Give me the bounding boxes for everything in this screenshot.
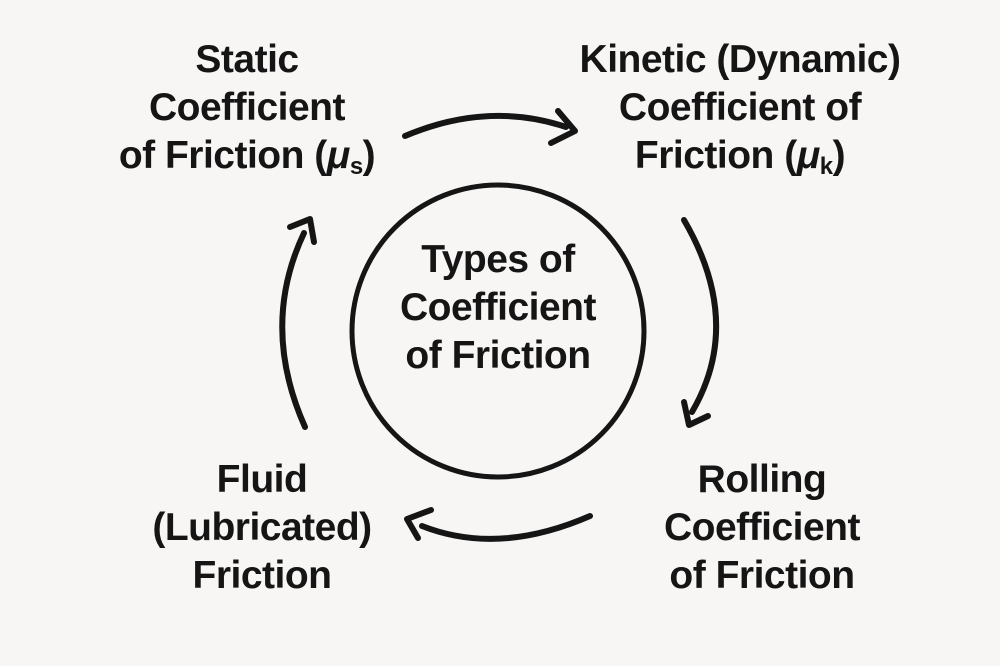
arrow-kinetic-to-rolling (681, 217, 720, 428)
arrow-fluid-to-static-shaft (279, 230, 308, 430)
arrow-rolling-to-fluid (404, 507, 593, 542)
arrow-rolling-to-fluid-shaft (419, 513, 593, 542)
mu-symbol: μ (796, 134, 821, 177)
node-rolling-line-2: Coefficient (663, 506, 861, 549)
arrow-static-to-kinetic-head (548, 108, 578, 146)
node-static-line-3: of Friction (μs) (67, 132, 427, 180)
arrow-kinetic-to-rolling-head (681, 399, 711, 428)
node-kinetic-line-3: Friction (μk) (560, 132, 920, 180)
node-static-line-2: Coefficient (148, 86, 346, 129)
arrow-fluid-to-static (279, 216, 317, 430)
node-fluid-friction: Fluid (Lubricated) Friction (82, 456, 442, 600)
center-circle (349, 182, 647, 480)
center-label-line-1: Types of (421, 238, 575, 281)
arrow-static-to-kinetic (402, 108, 578, 146)
node-kinetic-line-1: Kinetic (Dynamic) (579, 38, 901, 81)
node-static-line-3-close: ) (362, 134, 376, 177)
center-circle-label: Types of Coefficient of Friction (318, 236, 678, 380)
mu-subscript-k: k (819, 153, 833, 180)
node-rolling-line-3: of Friction (669, 554, 855, 597)
node-kinetic-line-2: Coefficient of (618, 86, 862, 129)
node-rolling-coefficient: Rolling Coefficient of Friction (582, 456, 942, 600)
mu-symbol: μ (326, 134, 351, 177)
node-rolling-line-1: Rolling (697, 458, 827, 501)
node-fluid-line-2: (Lubricated) (152, 506, 372, 549)
node-static-line-3-text: of Friction ( (118, 134, 327, 177)
node-kinetic-line-3-text: Friction ( (634, 134, 797, 177)
mu-subscript-s: s (349, 153, 363, 180)
arrow-rolling-to-fluid-head (404, 507, 434, 541)
node-fluid-line-1: Fluid (216, 458, 308, 501)
arrow-static-to-kinetic-shaft (402, 112, 569, 139)
arrow-kinetic-to-rolling-shaft (681, 217, 720, 415)
center-label-line-2: Coefficient (399, 286, 597, 329)
node-fluid-line-3: Friction (192, 554, 333, 597)
node-kinetic-line-3-close: ) (832, 134, 846, 177)
node-static-line-1: Static (195, 38, 299, 81)
arrow-fluid-to-static-head (287, 216, 317, 245)
center-label-line-3: of Friction (405, 334, 591, 377)
node-kinetic-coefficient: Kinetic (Dynamic) Coefficient of Frictio… (560, 36, 920, 180)
node-static-coefficient: Static Coefficient of Friction (μs) (67, 36, 427, 180)
